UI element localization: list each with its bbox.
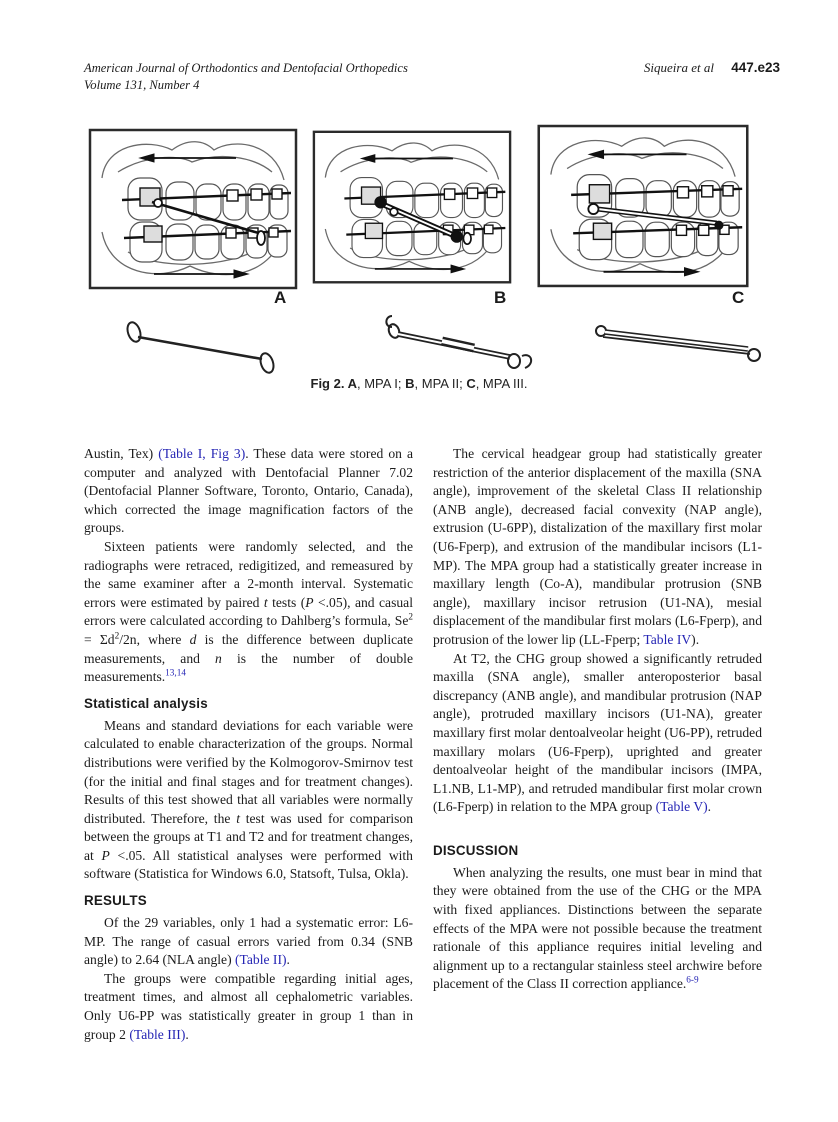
panel-label-a: A bbox=[274, 288, 287, 307]
text-segment: t bbox=[263, 594, 268, 610]
mpa-ii-appliance-drawing bbox=[385, 315, 533, 369]
text-segment: . These data were stored on a computer a… bbox=[84, 446, 413, 536]
text-segment: ). bbox=[691, 631, 700, 647]
text-segment: . bbox=[707, 799, 712, 815]
text-segment: P bbox=[305, 594, 314, 610]
paragraph-results-errors: Of the 29 variables, only 1 had a system… bbox=[84, 914, 413, 970]
cross-reference-link[interactable]: (Table III) bbox=[129, 1026, 186, 1042]
cross-reference-link[interactable]: Table IV bbox=[643, 631, 692, 647]
text-segment: 2 bbox=[114, 630, 120, 641]
text-segment: n bbox=[215, 650, 222, 666]
text-segment: P bbox=[101, 847, 110, 863]
paragraph-at-t2: At T2, the CHG group showed a significan… bbox=[433, 650, 762, 817]
text-segment: The cervical headgear group had statisti… bbox=[433, 446, 762, 647]
panel-label-c: C bbox=[732, 288, 745, 307]
paragraph-intro-continuation: Austin, Tex) (Table I, Fig 3). These dat… bbox=[84, 445, 413, 538]
text-segment: At T2, the CHG group showed a significan… bbox=[433, 650, 762, 815]
cross-reference-link[interactable]: (Table V) bbox=[655, 799, 708, 815]
text-segment: = Σd bbox=[84, 631, 115, 647]
text-segment: Austin, Tex) bbox=[84, 446, 159, 461]
figure-panel-c-image bbox=[537, 124, 749, 288]
text-segment: When analyzing the results, one must bea… bbox=[433, 864, 762, 992]
text-segment: tests ( bbox=[267, 594, 306, 610]
running-authors: Siqueira et al bbox=[643, 60, 714, 75]
paragraph-error-study: Sixteen patients were randomly selected,… bbox=[84, 538, 413, 687]
heading-statistical-analysis: Statistical analysis bbox=[84, 695, 208, 711]
cross-reference-link[interactable]: (Table II) bbox=[235, 952, 287, 968]
mpa-iii-appliance-drawing bbox=[595, 325, 761, 362]
text-segment: t bbox=[236, 810, 240, 826]
text-segment: , MPA III. bbox=[475, 376, 528, 391]
text-segment: . bbox=[286, 952, 290, 968]
heading-discussion: DISCUSSION bbox=[433, 842, 519, 858]
mpa-rod-b bbox=[374, 196, 472, 246]
text-segment: Means and standard deviations for each v… bbox=[84, 717, 413, 826]
text-segment: Fig 2. bbox=[310, 376, 348, 391]
mpa-rod-c bbox=[587, 203, 724, 230]
running-header-right: Siqueira et al 447.e23 bbox=[644, 60, 780, 76]
text-segment: , MPA I; bbox=[356, 376, 406, 391]
running-page-number: 447.e23 bbox=[731, 60, 780, 75]
text-segment: , MPA II; bbox=[414, 376, 467, 391]
text-segment: Sixteen patients were randomly selected,… bbox=[84, 538, 413, 610]
mpa-rod-a bbox=[151, 198, 266, 246]
panel-label-b: B bbox=[494, 288, 507, 307]
figure-2: A bbox=[86, 122, 761, 374]
text-segment: <.05. All statistical analyses were perf… bbox=[84, 847, 413, 882]
text-segment: . bbox=[185, 1026, 189, 1042]
text-segment: C bbox=[466, 376, 476, 391]
paragraph-discussion-intro: When analyzing the results, one must bea… bbox=[433, 864, 762, 994]
paragraph-results-groups: The groups were compatible regarding ini… bbox=[84, 970, 413, 1044]
paragraph-cervical-headgear: The cervical headgear group had statisti… bbox=[433, 445, 762, 650]
text-segment: test was used for comparison between the… bbox=[84, 810, 414, 863]
article-column-left: Austin, Tex) (Table I, Fig 3). These dat… bbox=[84, 445, 413, 1044]
reference-citation-link[interactable]: 13,14 bbox=[165, 667, 186, 678]
text-segment: B bbox=[405, 376, 415, 391]
figure-caption: Fig 2. A, MPA I; B, MPA II; C, MPA III. bbox=[0, 376, 838, 391]
reference-citation-link[interactable]: 6-9 bbox=[686, 974, 699, 985]
text-segment: 2 bbox=[408, 611, 413, 622]
text-segment: <.05), and casual errors were calculated… bbox=[84, 594, 413, 629]
figure-panel-a-image bbox=[88, 128, 298, 290]
text-segment: is the number of double measurements. bbox=[84, 650, 413, 685]
heading-results: RESULTS bbox=[84, 893, 147, 909]
text-segment: d bbox=[189, 631, 197, 647]
text-segment: The groups were compatible regarding ini… bbox=[84, 970, 413, 1042]
mpa-i-appliance-drawing bbox=[126, 321, 275, 374]
paragraph-statistical-methods: Means and standard deviations for each v… bbox=[84, 717, 413, 884]
journal-volume: Volume 131, Number 4 bbox=[84, 77, 200, 92]
text-segment: is the difference between duplicate meas… bbox=[84, 631, 413, 666]
article-column-right: The cervical headgear group had statisti… bbox=[433, 445, 762, 994]
journal-title: American Journal of Orthodontics and Den… bbox=[84, 61, 408, 75]
cross-reference-link[interactable]: (Table I, Fig 3) bbox=[158, 446, 246, 461]
text-segment: /2n, where bbox=[119, 631, 190, 647]
text-segment: A bbox=[347, 376, 357, 391]
figure-panel-b-image bbox=[312, 130, 512, 284]
text-segment: Of the 29 variables, only 1 had a system… bbox=[84, 915, 413, 968]
running-header-left: American Journal of Orthodontics and Den… bbox=[84, 60, 408, 93]
